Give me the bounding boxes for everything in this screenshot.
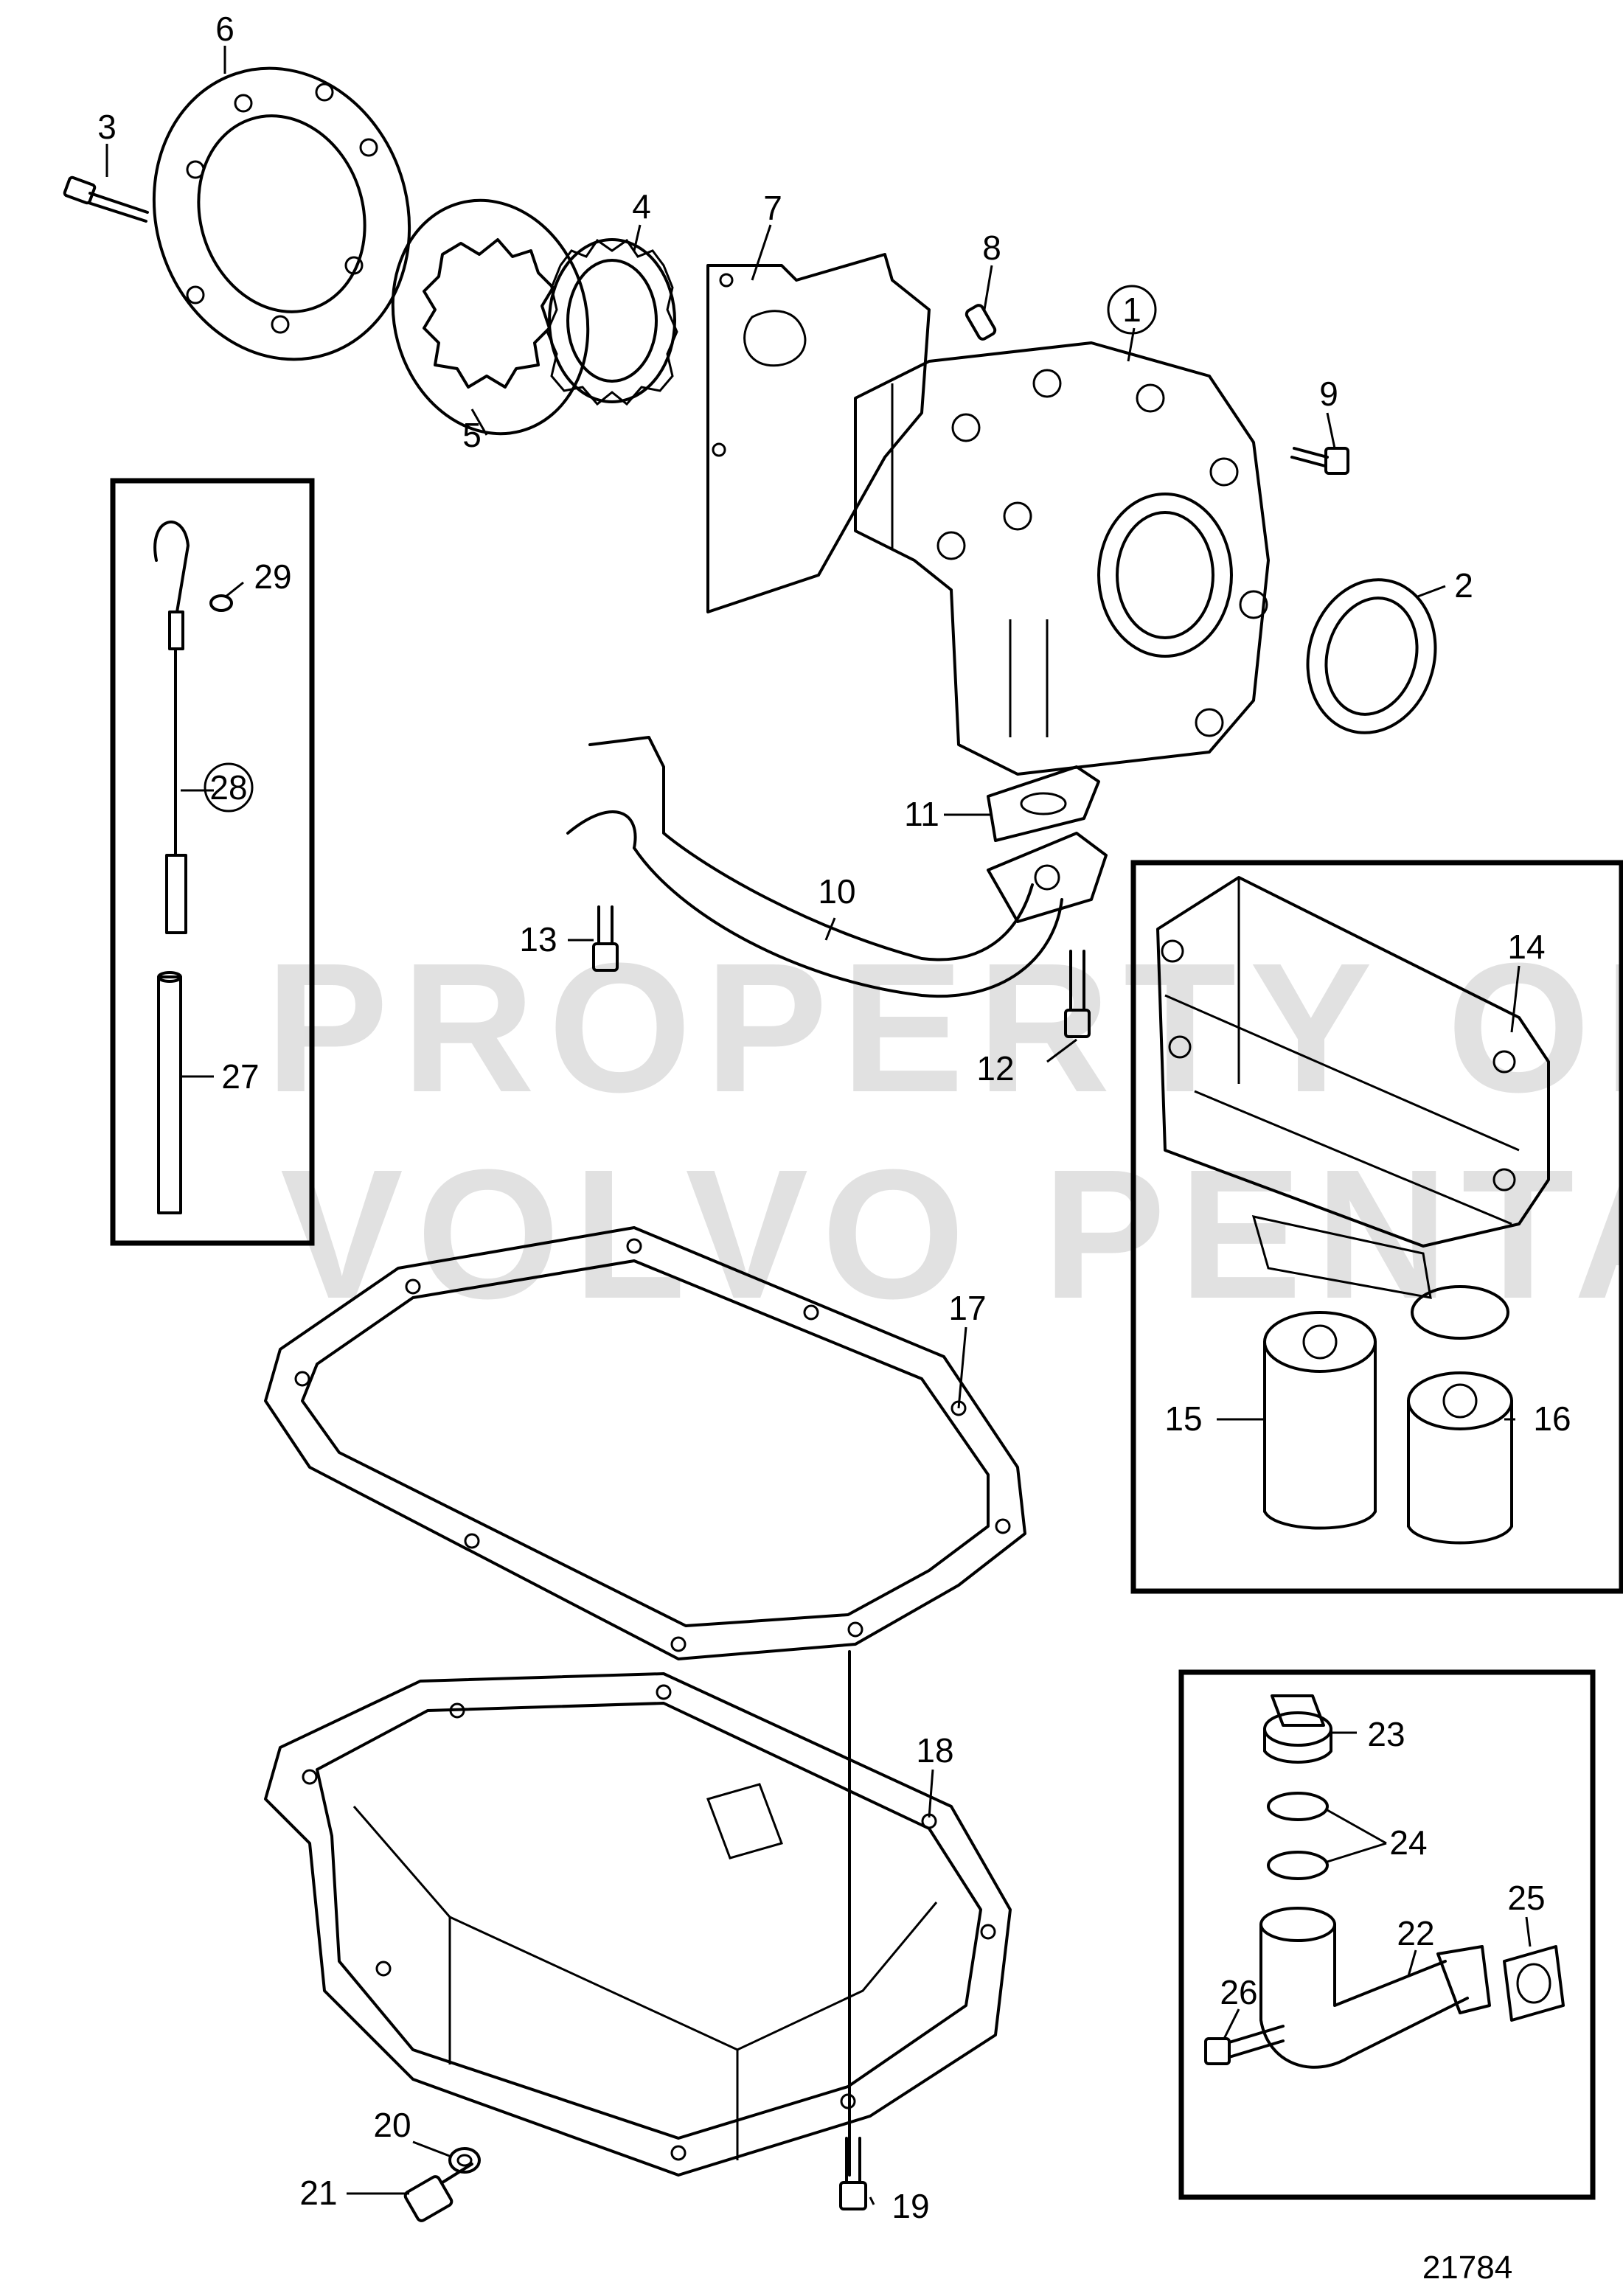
part-29-seal: [209, 594, 233, 612]
part-12-bolt: [1064, 950, 1091, 1038]
callout-23: 23: [1367, 1715, 1405, 1753]
watermark-line-1: PROPERTY OF: [265, 925, 1623, 1130]
oil-filter-inset-box: [1130, 860, 1623, 1594]
part-15-oil-filter: [1263, 1311, 1377, 1530]
callout-3: 3: [97, 108, 117, 146]
callout-5: 5: [462, 416, 482, 454]
callout-28-circle: [204, 762, 254, 813]
callout-2: 2: [1454, 566, 1473, 605]
callout-15: 15: [1164, 1399, 1202, 1438]
part-24-o-rings: [1267, 1792, 1329, 1880]
callout-11: 11: [904, 795, 939, 833]
callout-labels: 1 2 3 4 5 6 7 8 9 10 11 12 13 14 15 16 1…: [97, 10, 1571, 2225]
part-2-seal: [1306, 578, 1437, 734]
callout-13: 13: [519, 920, 557, 959]
part-26-bolt: [1204, 2025, 1285, 2065]
callout-4: 4: [632, 187, 651, 226]
figure-number: 21784: [1422, 2250, 1512, 2286]
watermark: PROPERTY OF VOLVO PENTA: [265, 925, 1623, 1337]
part-23-filler-cap: [1263, 1694, 1332, 1764]
callout-26: 26: [1220, 1973, 1257, 2011]
part-6-cover-plate: [152, 66, 411, 361]
part-21-drain-plug: [403, 2163, 473, 2222]
callout-12: 12: [976, 1049, 1014, 1088]
watermark-line-2: VOLVO PENTA: [280, 1131, 1623, 1337]
part-13-bolt: [592, 905, 619, 972]
callout-6: 6: [215, 10, 234, 48]
part-9-bolt: [1290, 447, 1349, 475]
callout-16: 16: [1533, 1399, 1571, 1438]
callout-7: 7: [763, 189, 782, 227]
callout-19: 19: [892, 2187, 929, 2225]
part-8-pin: [965, 304, 997, 341]
part-1-oil-pump-housing: [854, 341, 1270, 776]
part-25-gasket: [1503, 1945, 1565, 2022]
part-11-gasket: [987, 765, 1100, 842]
dipstick-inset-box: [110, 478, 315, 1246]
callout-29: 29: [254, 557, 291, 596]
callout-18: 18: [916, 1731, 953, 1770]
part-4-gear: [546, 238, 678, 406]
part-7-gasket: [706, 253, 931, 613]
part-16-oil-filter: [1407, 1285, 1513, 1545]
part-18-oil-pan: [264, 1672, 1012, 2177]
callout-1: 1: [1122, 291, 1141, 329]
callout-1-circle: [1107, 285, 1157, 335]
leader-lines: [105, 46, 1532, 2205]
callout-17: 17: [948, 1289, 986, 1327]
part-28-dipstick: [153, 521, 190, 934]
callout-8: 8: [982, 229, 1001, 267]
callout-9: 9: [1319, 375, 1338, 413]
part-22-filler-pipe: [1259, 1907, 1491, 2069]
part-19-bolt: [839, 1650, 867, 2210]
callout-20: 20: [373, 2106, 411, 2144]
callout-10: 10: [818, 872, 855, 911]
callout-24: 24: [1389, 1823, 1427, 1862]
callout-22: 22: [1397, 1914, 1434, 1952]
callout-21: 21: [299, 2174, 337, 2212]
callout-25: 25: [1507, 1879, 1545, 1917]
part-10-suction-pipe: [566, 736, 1108, 998]
part-3-bolt: [63, 175, 149, 223]
filler-inset-box: [1178, 1669, 1596, 2200]
part-27-dipstick-tube: [157, 971, 182, 1214]
part-17-oil-pan-gasket: [264, 1226, 1026, 1660]
part-14-filter-bracket: [1156, 876, 1550, 1299]
part-5-gasket: [391, 198, 590, 436]
callout-28: 28: [209, 768, 247, 807]
part-20-washer: [448, 2147, 481, 2174]
callout-14: 14: [1507, 928, 1545, 966]
callout-27: 27: [221, 1057, 259, 1096]
